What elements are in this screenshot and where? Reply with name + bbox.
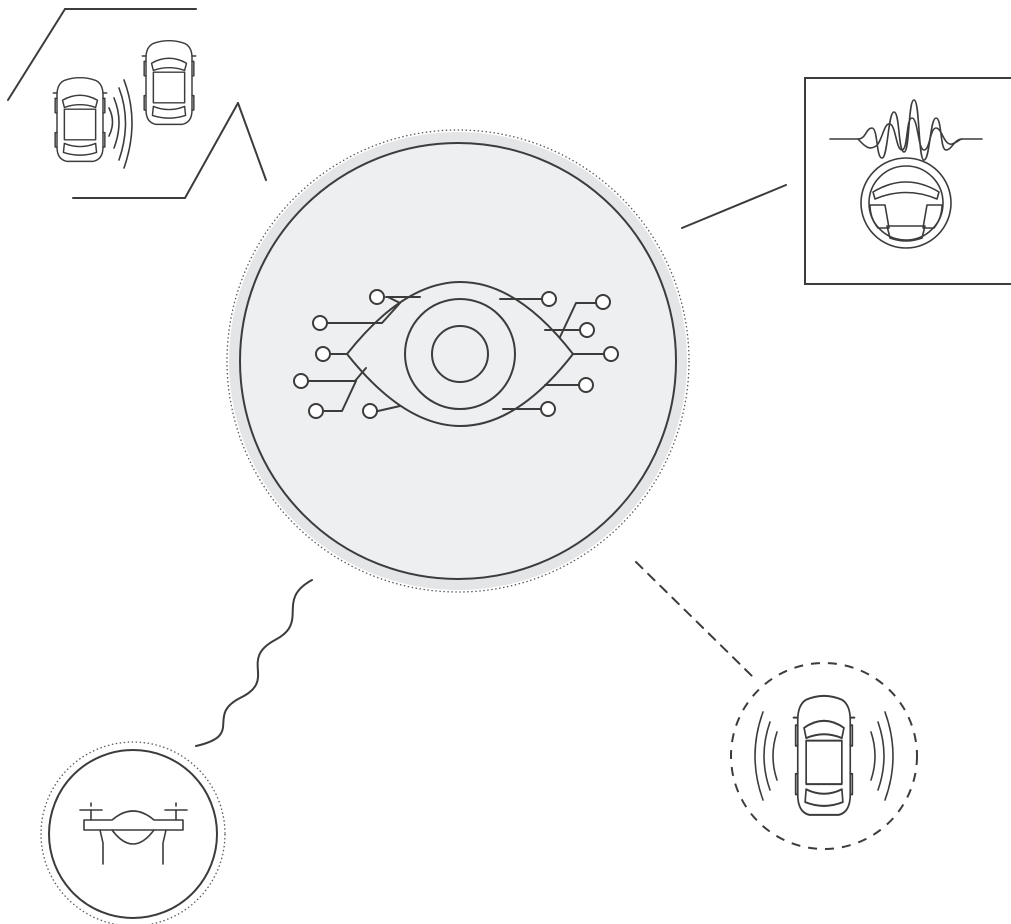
parking-sensor-node [53, 41, 195, 168]
car-radar-dashed-ring [731, 663, 917, 849]
hub [227, 130, 689, 592]
drone-node [41, 742, 225, 924]
drone-circle [49, 750, 217, 918]
connector-parking-sensor [8, 9, 266, 198]
connector-car-radar [636, 562, 752, 676]
driver-monitor-node [805, 78, 1011, 284]
driver-monitor-frame [805, 78, 1011, 284]
car-icon [53, 78, 106, 162]
connector-driver-monitor [682, 185, 786, 228]
proximity-waves-icon [109, 80, 132, 168]
connector-drone [196, 580, 312, 746]
car-icon [142, 41, 195, 125]
car-radar-node [731, 663, 917, 849]
